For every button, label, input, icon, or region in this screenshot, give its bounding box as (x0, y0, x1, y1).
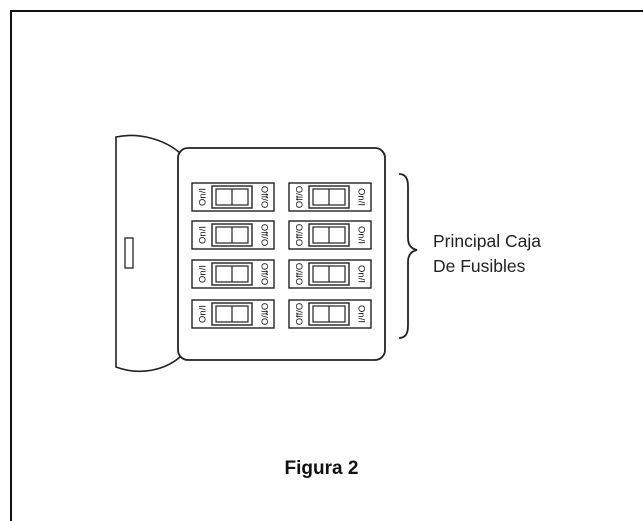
breaker-switch: On/I Off/O (191, 220, 275, 250)
off-label: Off/O (295, 263, 306, 286)
breaker-switch: Off/O On/I (288, 299, 372, 329)
on-label: On/I (198, 226, 209, 244)
off-label: Off/O (259, 303, 270, 326)
panel-door (115, 134, 181, 373)
figure-caption: Figura 2 (284, 458, 359, 479)
off-label: Off/O (259, 224, 270, 247)
breaker-switch: Off/O On/I (288, 182, 372, 212)
breaker-switch: On/I Off/O (191, 259, 275, 289)
breaker-switch: On/I Off/O (191, 299, 275, 329)
off-label: Off/O (295, 186, 306, 209)
breaker-switch: Off/O On/I (288, 259, 372, 289)
on-label: On/I (198, 305, 209, 323)
on-label: On/I (356, 188, 367, 206)
off-label: Off/O (259, 263, 270, 286)
breaker-switch: Off/O On/I (288, 220, 372, 250)
callout-label-line2: De Fusibles (433, 256, 526, 276)
breaker-switch: On/I Off/O (191, 182, 275, 212)
on-label: On/I (198, 188, 209, 206)
on-label: On/I (198, 265, 209, 283)
on-label: On/I (356, 305, 367, 323)
on-label: On/I (356, 226, 367, 244)
off-label: Off/O (295, 224, 306, 247)
panel-brace (398, 173, 418, 339)
on-label: On/I (356, 265, 367, 283)
callout-label-line1: Principal Caja (433, 231, 541, 251)
door-latch (124, 237, 134, 269)
figure-frame (10, 10, 643, 521)
off-label: Off/O (259, 186, 270, 209)
off-label: Off/O (295, 303, 306, 326)
